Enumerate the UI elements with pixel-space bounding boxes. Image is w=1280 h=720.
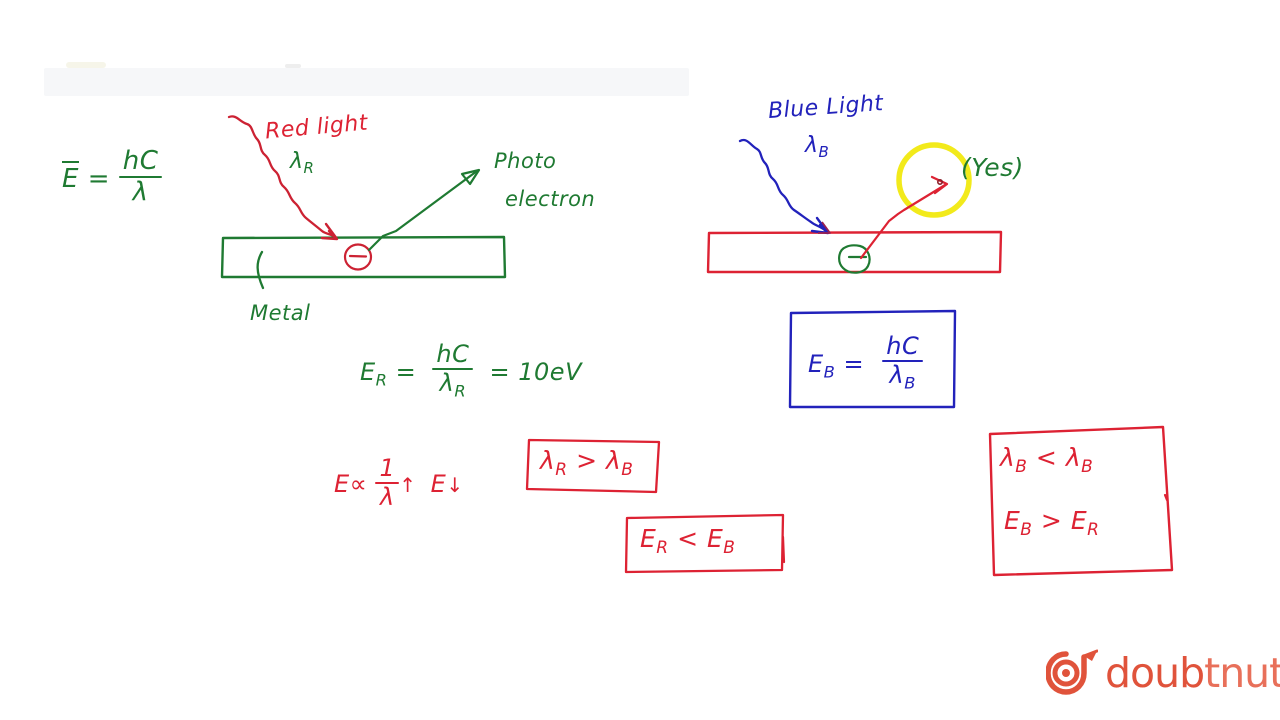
proportionality-arrow-down: ↓ bbox=[446, 473, 464, 498]
energy-compare-operator: < bbox=[677, 524, 699, 553]
conclusion-l1-right: λ bbox=[1065, 443, 1082, 472]
doubtnut-wordmark: doubtnut bbox=[1105, 649, 1280, 697]
red-energy-denominator-sub: R bbox=[454, 381, 467, 401]
left-electron-symbol bbox=[343, 243, 373, 271]
conclusion-l2-left: E bbox=[1004, 506, 1021, 535]
metal-label: Metal bbox=[250, 301, 311, 325]
blue-energy-denominator: λB bbox=[882, 363, 923, 392]
energy-compare-right-sub: B bbox=[723, 537, 736, 558]
blue-lambda-symbol: λ bbox=[805, 133, 819, 158]
blue-energy-numerator: hC bbox=[886, 332, 920, 360]
general-energy-fraction: hC λ bbox=[118, 146, 163, 208]
energy-compare-expression: ER < EB bbox=[640, 524, 736, 558]
fraction-bar bbox=[432, 368, 474, 371]
blue-energy-fraction: hC λB bbox=[882, 332, 924, 392]
topbar-ghost-mark bbox=[285, 64, 301, 68]
right-electron-symbol bbox=[838, 244, 871, 274]
red-energy-lhs-sub: R bbox=[375, 370, 388, 390]
proportionality-lhs: E bbox=[334, 470, 350, 499]
top-grey-bar bbox=[44, 68, 689, 96]
proportionality-symbol: ∝ bbox=[349, 470, 368, 499]
red-lambda-symbol: λ bbox=[290, 149, 304, 174]
vector-overbar bbox=[62, 160, 79, 163]
conclusion-l1-operator: < bbox=[1035, 443, 1058, 472]
wavelength-compare-expression: λR > λB bbox=[540, 446, 634, 480]
wavelength-compare-right-sub: B bbox=[621, 459, 634, 480]
wavelength-compare-left-sub: R bbox=[555, 459, 568, 480]
conclusion-l2-right-sub: R bbox=[1087, 519, 1100, 540]
red-energy-denominator: λR bbox=[432, 371, 473, 400]
red-energy-equals: = bbox=[395, 358, 417, 387]
energy-compare-left: E bbox=[640, 524, 657, 553]
red-energy-numerator: hC bbox=[436, 340, 470, 368]
fraction-bar bbox=[882, 360, 924, 363]
energy-compare-left-sub: R bbox=[656, 537, 669, 558]
photo-electron-label-line2: electron bbox=[505, 187, 596, 211]
photo-electron-ray bbox=[367, 168, 481, 252]
proportionality-expression: E∝ 1 λ ↑ E↓ bbox=[334, 454, 464, 512]
doubtnut-note-icon bbox=[1046, 649, 1098, 695]
conclusion-l2-operator: > bbox=[1040, 506, 1063, 535]
blue-light-wavelength: λB bbox=[805, 134, 829, 161]
conclusion-l1-right-sub: B bbox=[1081, 456, 1094, 477]
proportionality-numerator: 1 bbox=[379, 454, 396, 482]
proportionality-denominator: λ bbox=[380, 483, 395, 512]
general-energy-denominator: λ bbox=[132, 177, 149, 208]
blue-energy-equals: = bbox=[843, 350, 865, 379]
wavelength-compare-right: λ bbox=[605, 446, 622, 475]
red-energy-value: 10eV bbox=[518, 358, 582, 387]
proportionality-fraction: 1 λ bbox=[375, 454, 400, 512]
blue-energy-box bbox=[788, 309, 957, 409]
left-metal-slab bbox=[220, 235, 507, 290]
red-energy-lhs: E bbox=[360, 358, 376, 387]
energy-compare-right: E bbox=[706, 524, 724, 553]
yes-label: (Yes) bbox=[961, 153, 1024, 182]
red-energy-denominator-symbol: λ bbox=[439, 369, 455, 398]
red-lambda-subscript: R bbox=[303, 159, 315, 178]
conclusion-l1-left-sub: B bbox=[1015, 456, 1028, 477]
conclusion-l2-right: E bbox=[1070, 506, 1088, 535]
topbar-ghost-highlight bbox=[66, 62, 106, 68]
blue-light-incoming-ray bbox=[738, 138, 831, 235]
blue-energy-denominator-sub: B bbox=[904, 373, 916, 393]
wavelength-compare-operator: > bbox=[576, 446, 598, 475]
conclusion-l1-left: λ bbox=[1000, 443, 1016, 472]
doubtnut-logo[interactable]: doubtnut bbox=[1046, 648, 1280, 698]
conclusion-line-2: EB > ER bbox=[1004, 506, 1100, 540]
blue-lambda-subscript: B bbox=[818, 143, 830, 162]
yellow-highlight-circle bbox=[896, 142, 972, 218]
red-energy-fraction: hC λR bbox=[432, 340, 474, 400]
blue-energy-equation: EB = hC λB bbox=[808, 332, 933, 394]
fraction-bar bbox=[375, 482, 400, 485]
proportionality-arrow-up: ↑ bbox=[399, 473, 417, 498]
red-light-wavelength: λR bbox=[290, 150, 314, 177]
general-energy-equals: = bbox=[87, 163, 110, 194]
energy-compare-box bbox=[624, 513, 786, 574]
right-metal-slab bbox=[706, 230, 1003, 274]
conclusion-l2-left-sub: B bbox=[1020, 519, 1033, 540]
red-light-incoming-ray bbox=[227, 115, 339, 241]
wavelength-compare-box bbox=[525, 438, 661, 494]
general-energy-formula: E = hC λ bbox=[62, 146, 163, 209]
conclusion-box bbox=[988, 425, 1174, 577]
doubtnut-wordmark-part2: tnut bbox=[1204, 649, 1280, 697]
fraction-bar bbox=[118, 176, 163, 179]
proportionality-result-var: E bbox=[430, 470, 447, 499]
red-energy-equals-2: = bbox=[489, 358, 511, 387]
photo-electron-label-line1: Photo bbox=[494, 149, 557, 173]
blue-energy-lhs-sub: B bbox=[823, 362, 836, 382]
doubtnut-wordmark-part1: doub bbox=[1105, 649, 1205, 697]
red-energy-equation: ER = hC λR = 10eV bbox=[360, 340, 582, 402]
general-energy-numerator: hC bbox=[122, 146, 159, 176]
emitted-electron-ray bbox=[859, 175, 949, 260]
blue-energy-lhs: E bbox=[808, 350, 824, 379]
blue-energy-denominator-symbol: λ bbox=[889, 361, 905, 390]
conclusion-line-1: λB < λB bbox=[1000, 443, 1094, 477]
general-energy-lhs: E bbox=[62, 163, 79, 194]
wavelength-compare-left: λ bbox=[540, 446, 556, 475]
